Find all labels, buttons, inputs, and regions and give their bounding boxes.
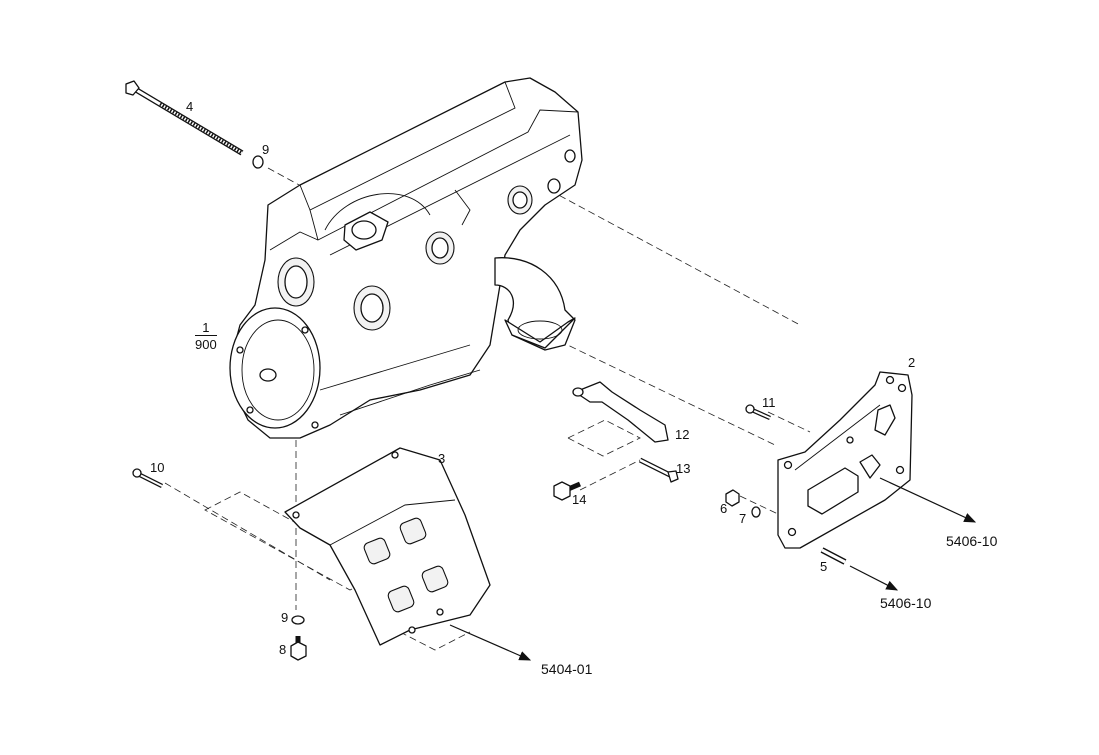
washer-part-bottom	[291, 615, 305, 625]
callout-9-top: 9	[262, 142, 270, 157]
reference-plate: 5406-10	[946, 533, 998, 549]
nut-part-6	[725, 489, 740, 507]
long-bolt-part	[125, 80, 244, 156]
skid-guard-part	[284, 447, 491, 646]
callout-1-sheet: 900	[195, 337, 217, 352]
bolt-part-10	[132, 468, 164, 489]
bolt-part-13	[638, 457, 679, 483]
washer-part-7	[751, 506, 761, 518]
callout-14: 14	[572, 492, 587, 507]
reference-guard: 5404-01	[541, 661, 593, 677]
callout-6: 6	[720, 501, 728, 516]
callout-13: 13	[676, 461, 691, 476]
mounting-plate-part	[777, 371, 913, 549]
arrow-to-guard-ref	[449, 624, 532, 661]
callout-12: 12	[675, 427, 690, 442]
callout-3: 3	[438, 451, 446, 466]
callout-2: 2	[908, 355, 916, 370]
washer-part-top	[252, 155, 264, 169]
arrow-to-plate-ref	[879, 477, 977, 523]
bracket-part	[572, 381, 669, 443]
callout-11: 11	[762, 395, 776, 410]
callout-8: 8	[279, 642, 287, 657]
stud-part	[820, 547, 847, 565]
bolt-part-11	[745, 404, 771, 421]
callout-10: 10	[150, 460, 165, 475]
callout-9-bottom: 9	[281, 610, 289, 625]
bolt-part-14	[553, 481, 581, 501]
callout-7: 7	[739, 511, 747, 526]
bolt-part-8	[290, 636, 307, 661]
callout-1-900: 1 900	[195, 321, 217, 351]
arrow-to-stud-ref	[849, 565, 899, 591]
reference-stud: 5406-10	[880, 595, 932, 611]
callout-1-number: 1	[195, 321, 217, 336]
callout-5: 5	[820, 559, 828, 574]
main-housing-part	[229, 77, 583, 439]
callout-4: 4	[186, 99, 194, 114]
